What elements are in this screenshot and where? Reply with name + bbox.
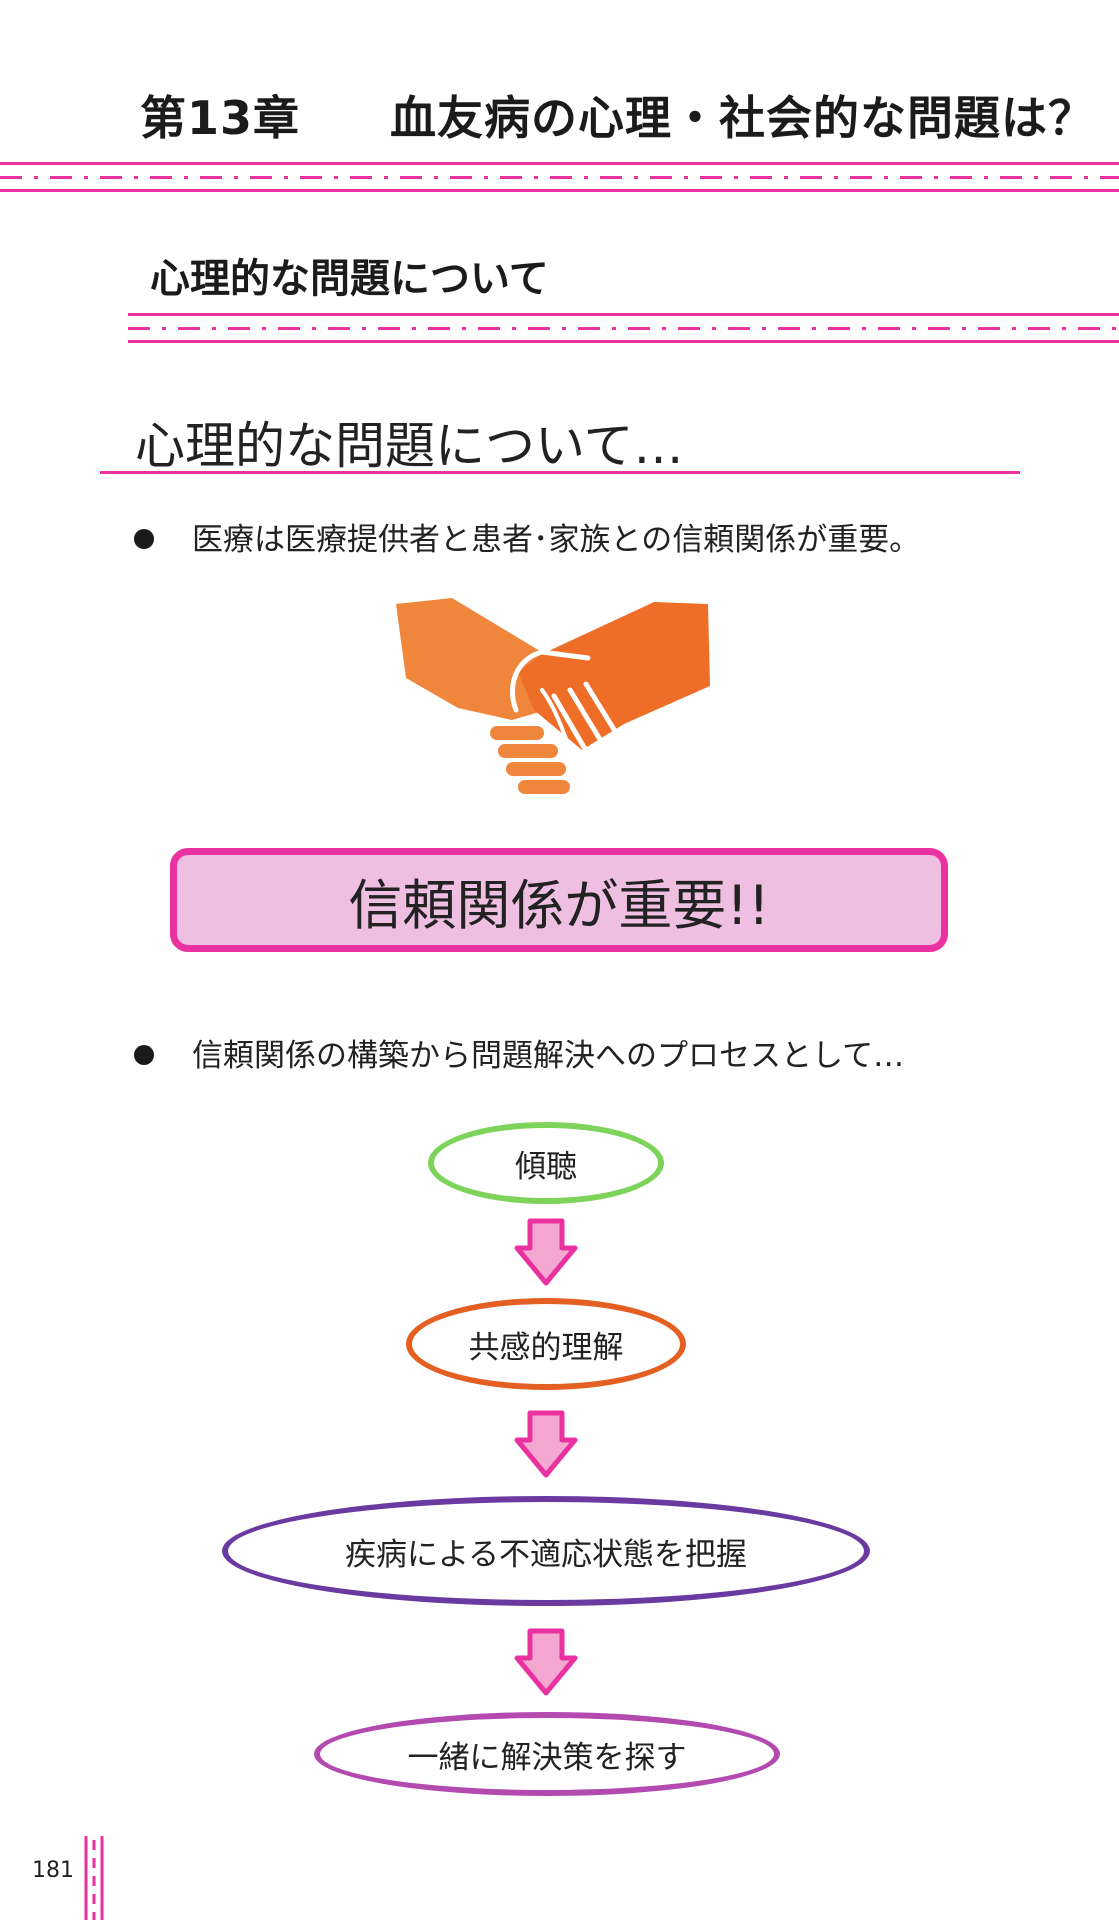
page-edge-marker: [84, 1836, 104, 1920]
chapter-number: 第13章: [140, 91, 301, 145]
bullet-dot: [134, 528, 154, 549]
chapter-divider: [0, 162, 1119, 192]
slide-title-underline: [100, 471, 1020, 474]
bullet-dot: [134, 1044, 154, 1065]
callout-trust-important: 信頼関係が重要!!: [170, 848, 948, 952]
chapter-title: 血友病の心理・社会的な問題は？: [390, 91, 1096, 145]
handshake-icon: [396, 598, 710, 798]
bullet-item-2: 信頼関係の構築から問題解決へのプロセスとして…: [134, 1030, 904, 1075]
down-arrow-icon: [514, 1410, 578, 1478]
flow-step-listening: 傾聴: [428, 1122, 664, 1204]
flow-step-assess-maladjustment: 疾病による不適応状態を把握: [222, 1496, 870, 1606]
flow-step-empathy: 共感的理解: [406, 1298, 686, 1390]
down-arrow-icon: [514, 1628, 578, 1696]
flow-step-find-solution: 一緒に解決策を探す: [314, 1712, 780, 1796]
section-divider: [128, 313, 1119, 343]
bullet-item-1: 医療は医療提供者と患者･家族との信頼関係が重要。: [134, 514, 920, 559]
section-title: 心理的な問題について: [150, 256, 549, 302]
bullet-text-2: 信頼関係の構築から問題解決へのプロセスとして…: [192, 1038, 905, 1074]
down-arrow-icon: [514, 1218, 578, 1286]
bullet-text-1: 医療は医療提供者と患者･家族との信頼関係が重要。: [192, 522, 921, 558]
slide-title: 心理的な問題について…: [135, 417, 684, 475]
chapter-heading: 第13章 血友病の心理・社会的な問題は？: [140, 82, 1095, 148]
page-number: 181: [32, 1858, 74, 1883]
